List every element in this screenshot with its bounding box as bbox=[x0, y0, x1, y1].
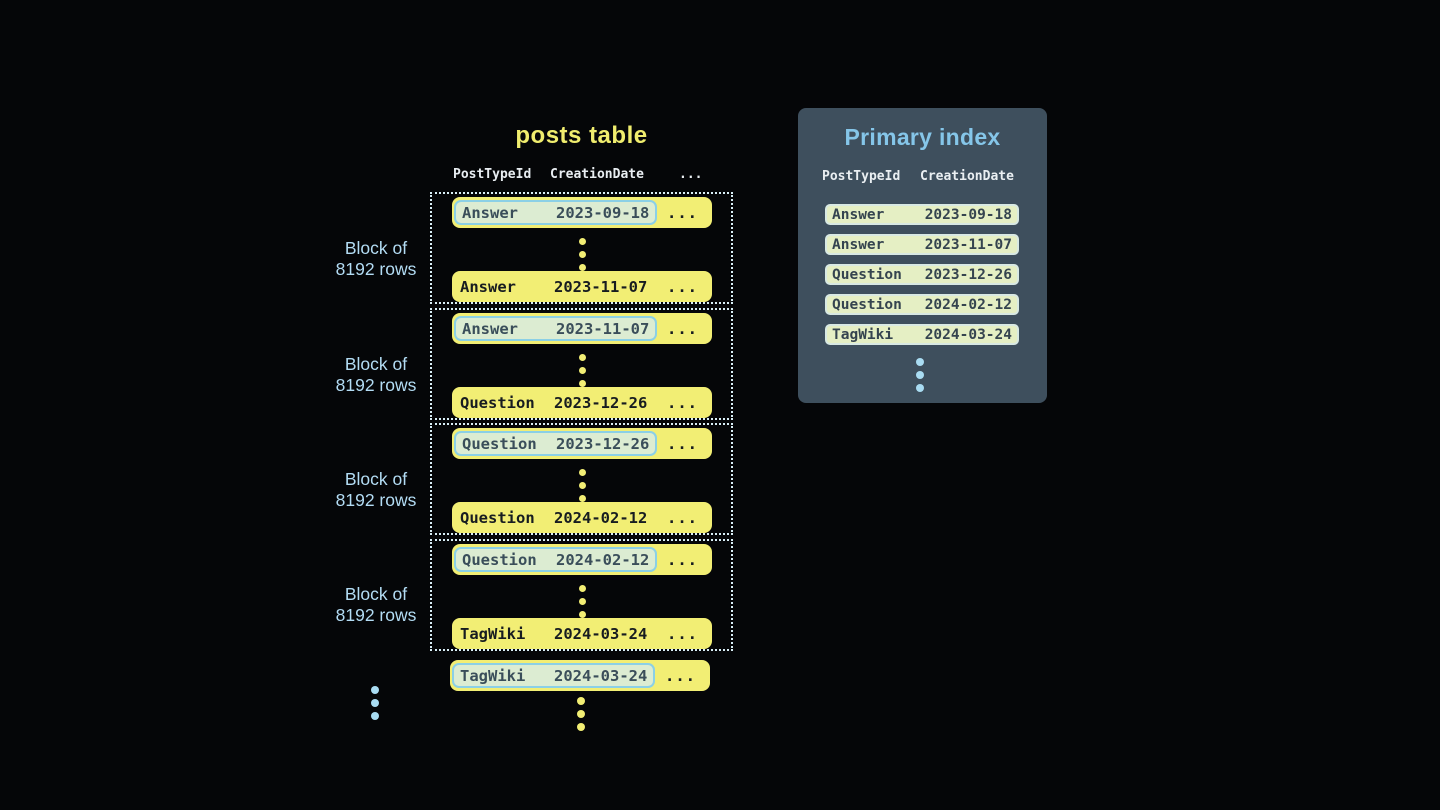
block-2: Answer 2023-11-07 ... Question 2023-12-2… bbox=[430, 308, 733, 420]
block-label-line1: Block of bbox=[344, 584, 408, 604]
index-row: Answer 2023-09-18 bbox=[825, 204, 1019, 225]
cell-creationdate: 2024-02-12 bbox=[924, 296, 1012, 313]
cell-posttypeid: TagWiki bbox=[460, 666, 526, 685]
more-rows-dots bbox=[579, 354, 586, 387]
cell-ellipsis: ... bbox=[667, 624, 698, 643]
more-rows-dots bbox=[579, 585, 586, 618]
cell-creationdate: 2023-11-07 bbox=[924, 236, 1012, 253]
cell-posttypeid: Question bbox=[462, 550, 537, 569]
more-rows-dots bbox=[579, 238, 586, 271]
column-header-posttypeid: PostTypeId bbox=[453, 167, 532, 182]
block-3: Question 2023-12-26 ... Question 2024-02… bbox=[430, 423, 733, 535]
column-header-ellipsis: ... bbox=[679, 167, 703, 182]
block-label: Block of 8192 rows bbox=[321, 354, 431, 396]
cell-posttypeid: Answer bbox=[460, 277, 516, 296]
cell-ellipsis: ... bbox=[667, 319, 698, 338]
block-label-line1: Block of bbox=[344, 354, 408, 374]
block-label: Block of 8192 rows bbox=[321, 469, 431, 511]
cell-creationdate: 2024-03-24 bbox=[554, 624, 648, 643]
table-row: Question 2023-12-26 ... bbox=[452, 387, 712, 418]
cell-creationdate: 2024-02-12 bbox=[556, 550, 650, 569]
cell-posttypeid: Question bbox=[832, 266, 902, 283]
more-rows-dots bbox=[579, 469, 586, 502]
block-label-line2: 8192 rows bbox=[335, 375, 417, 395]
primary-index-title: Primary index bbox=[844, 124, 1001, 150]
cell-ellipsis: ... bbox=[667, 550, 698, 569]
posts-table-title: posts table bbox=[515, 122, 648, 149]
row-highlight: Answer 2023-11-07 bbox=[454, 316, 658, 341]
row-highlight: Question 2024-02-12 bbox=[454, 547, 658, 572]
cell-posttypeid: Answer bbox=[832, 236, 885, 253]
cell-posttypeid: Question bbox=[462, 434, 537, 453]
cell-posttypeid: Answer bbox=[462, 203, 518, 222]
more-index-rows-dots bbox=[916, 358, 924, 392]
primary-index-header: PostTypeId CreationDate bbox=[798, 169, 1047, 187]
cell-posttypeid: Question bbox=[460, 508, 535, 527]
row-highlight: TagWiki 2024-03-24 bbox=[452, 663, 656, 688]
block-label-line2: 8192 rows bbox=[335, 605, 417, 625]
primary-index-panel: Primary index PostTypeId CreationDate An… bbox=[798, 108, 1047, 403]
table-row: Answer 2023-09-18 ... bbox=[452, 197, 712, 228]
cell-creationdate: 2023-11-07 bbox=[556, 319, 650, 338]
index-row: Answer 2023-11-07 bbox=[825, 234, 1019, 255]
block-label: Block of 8192 rows bbox=[321, 584, 431, 626]
column-header-creationdate: CreationDate bbox=[550, 167, 644, 182]
cell-posttypeid: TagWiki bbox=[832, 326, 894, 343]
table-row: Question 2024-02-12 ... bbox=[452, 502, 712, 533]
index-row: TagWiki 2024-03-24 bbox=[825, 324, 1019, 345]
row-highlight: Question 2023-12-26 bbox=[454, 431, 658, 456]
block-1: Answer 2023-09-18 ... Answer 2023-11-07 … bbox=[430, 192, 733, 304]
row-highlight: Answer 2023-09-18 bbox=[454, 200, 658, 225]
cell-ellipsis: ... bbox=[667, 393, 698, 412]
cell-creationdate: 2023-11-07 bbox=[554, 277, 648, 296]
index-row: Question 2023-12-26 bbox=[825, 264, 1019, 285]
block-label: Block of 8192 rows bbox=[321, 238, 431, 280]
block-label-line2: 8192 rows bbox=[335, 490, 417, 510]
cell-posttypeid: TagWiki bbox=[460, 624, 526, 643]
more-blocks-dots bbox=[371, 686, 379, 720]
index-row: Question 2024-02-12 bbox=[825, 294, 1019, 315]
cell-posttypeid: Answer bbox=[462, 319, 518, 338]
cell-ellipsis: ... bbox=[665, 666, 696, 685]
cell-creationdate: 2024-03-24 bbox=[554, 666, 648, 685]
more-rows-dots bbox=[577, 697, 585, 731]
posts-table-header: PostTypeId CreationDate ... bbox=[430, 167, 733, 185]
cell-posttypeid: Question bbox=[460, 393, 535, 412]
column-header-posttypeid: PostTypeId bbox=[822, 169, 901, 184]
block-4: Question 2024-02-12 ... TagWiki 2024-03-… bbox=[430, 539, 733, 651]
cell-creationdate: 2024-03-24 bbox=[924, 326, 1012, 343]
block-label-line1: Block of bbox=[344, 238, 408, 258]
cell-ellipsis: ... bbox=[667, 434, 698, 453]
table-row: TagWiki 2024-03-24 ... bbox=[452, 618, 712, 649]
cell-creationdate: 2023-09-18 bbox=[924, 206, 1012, 223]
cell-creationdate: 2023-12-26 bbox=[924, 266, 1012, 283]
cell-ellipsis: ... bbox=[667, 277, 698, 296]
cell-creationdate: 2023-12-26 bbox=[554, 393, 648, 412]
column-header-creationdate: CreationDate bbox=[920, 169, 1014, 184]
cell-creationdate: 2024-02-12 bbox=[554, 508, 648, 527]
cell-ellipsis: ... bbox=[667, 203, 698, 222]
table-row: TagWiki 2024-03-24 ... bbox=[450, 660, 710, 691]
table-row: Answer 2023-11-07 ... bbox=[452, 313, 712, 344]
cell-posttypeid: Question bbox=[832, 296, 902, 313]
cell-creationdate: 2023-12-26 bbox=[556, 434, 650, 453]
block-label-line2: 8192 rows bbox=[335, 259, 417, 279]
cell-posttypeid: Answer bbox=[832, 206, 885, 223]
block-label-line1: Block of bbox=[344, 469, 408, 489]
cell-ellipsis: ... bbox=[667, 508, 698, 527]
table-row: Question 2024-02-12 ... bbox=[452, 544, 712, 575]
cell-creationdate: 2023-09-18 bbox=[556, 203, 650, 222]
table-row: Answer 2023-11-07 ... bbox=[452, 271, 712, 302]
table-row: Question 2023-12-26 ... bbox=[452, 428, 712, 459]
